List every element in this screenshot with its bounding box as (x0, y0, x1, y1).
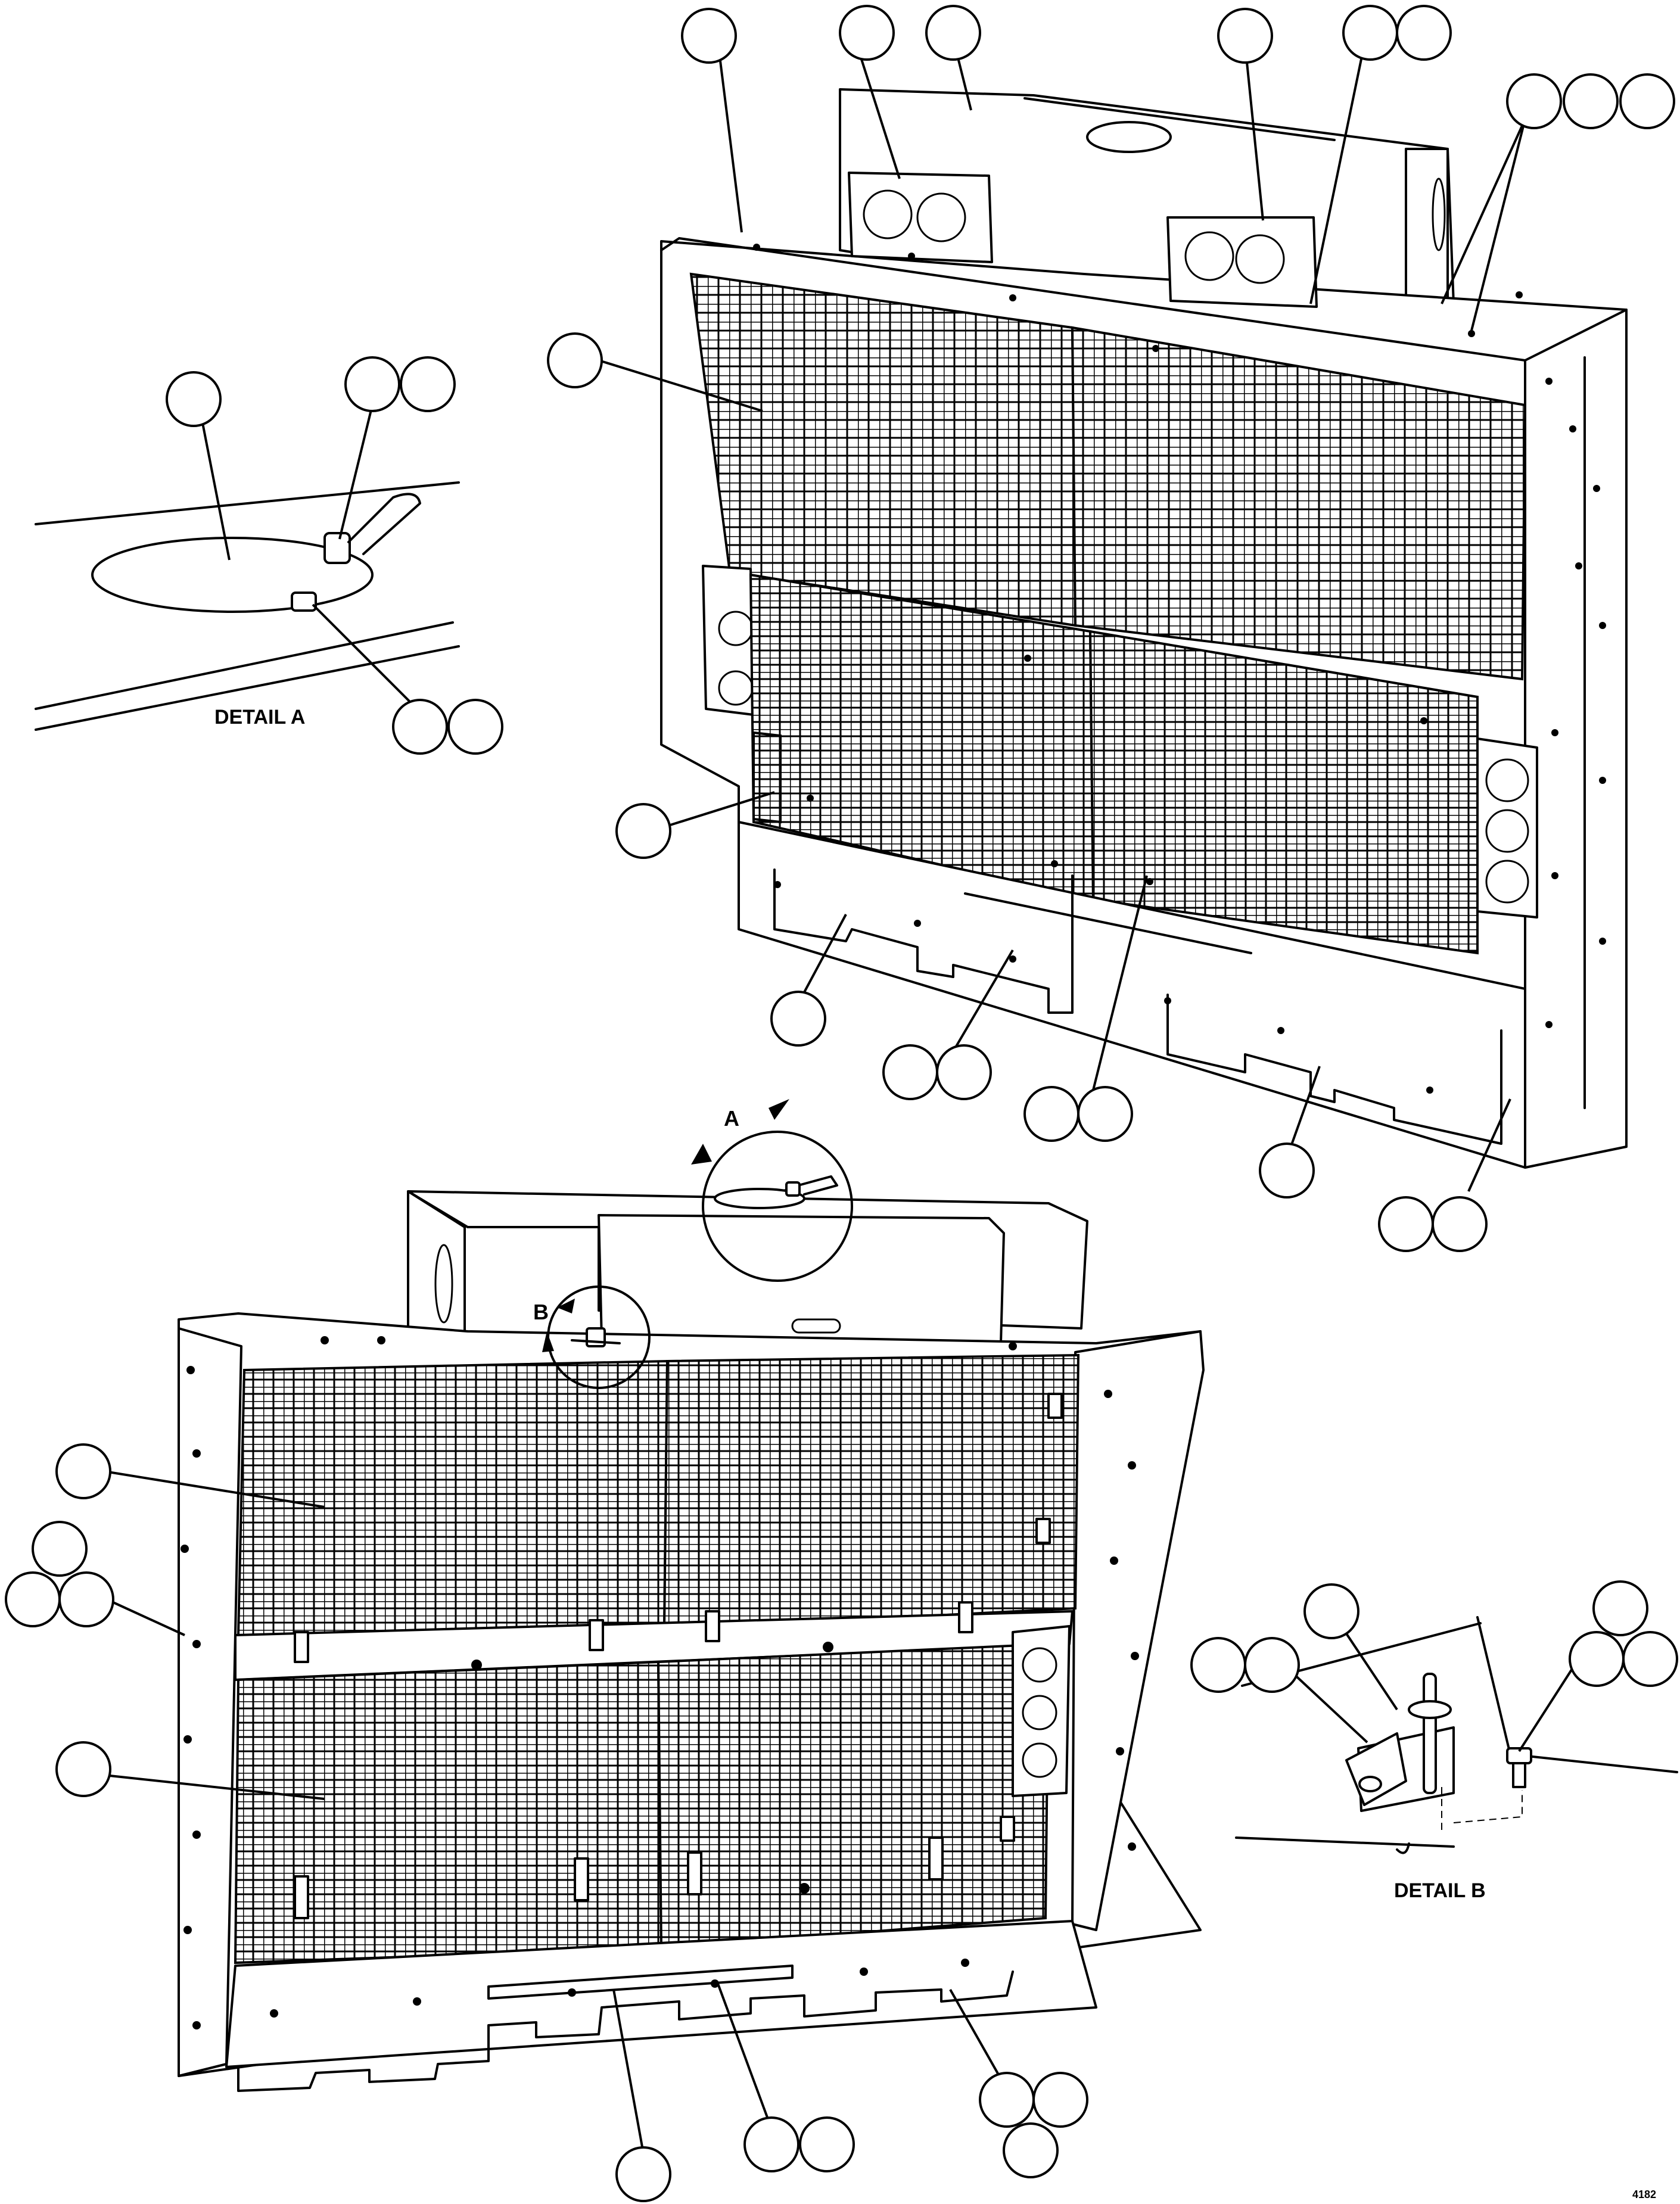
callout-bubble (1592, 1580, 1648, 1636)
callout-bubble (615, 803, 671, 859)
callout-bubble (1190, 1637, 1246, 1693)
callout-bubble (1378, 1196, 1434, 1252)
view-b-label: B (533, 1300, 549, 1324)
callout-bubble (770, 991, 826, 1047)
callout-bubble (1342, 5, 1398, 61)
cap-nut (291, 592, 317, 612)
callout-bubble (1032, 2072, 1088, 2128)
detail-b-view: DETAIL B (1190, 1580, 1678, 1902)
stud (1423, 1673, 1437, 1794)
callout-bubble (1432, 1196, 1488, 1252)
callout-bubble (166, 371, 222, 427)
callout-bubble (400, 356, 456, 412)
detail-a-label: DETAIL A (214, 706, 305, 729)
callout-bubble (743, 2116, 799, 2172)
view-a-label: A (724, 1106, 739, 1131)
callout-bubble (1217, 8, 1273, 64)
callout-bubble (839, 5, 895, 61)
cap-knob (323, 532, 351, 564)
view-a-arrow (769, 1099, 789, 1120)
housing-side-panel (1524, 309, 1628, 1169)
radiator-rear-view: A B (5, 1099, 1205, 2202)
callout-bubble (5, 1571, 61, 1627)
drawing-number: 4182 (1632, 2189, 1656, 2200)
callout-bubble (882, 1044, 938, 1100)
callout-bubble (1396, 5, 1452, 61)
rear-bolt-dots (181, 1336, 1139, 2029)
callout-bubble (615, 2146, 671, 2202)
callout-bubble (1506, 73, 1562, 129)
upper-right-grille (1071, 326, 1527, 681)
callout-bubble (979, 2072, 1035, 2128)
callout-bubble (681, 8, 737, 64)
callout-bubble (32, 1521, 88, 1577)
callout-bubble (1244, 1637, 1300, 1693)
detail-a-circle (702, 1131, 853, 1282)
detail-a-view: DETAIL A (35, 356, 503, 755)
callout-bubble (1563, 73, 1619, 129)
view-b-arrow (542, 1331, 554, 1352)
rear-side-panel (1071, 1330, 1205, 1931)
rear-upper-right-grille (662, 1353, 1080, 1631)
grille-tabs (294, 1393, 1063, 1919)
callout-bubble (1003, 2122, 1059, 2178)
callout-bubble (925, 5, 981, 61)
view-b-arrow (557, 1299, 575, 1313)
radiator-front-view (547, 5, 1675, 1252)
callout-bubble (799, 2116, 855, 2172)
callout-bubble (55, 1741, 111, 1797)
rear-lower-right-grille (657, 1642, 1050, 1950)
callout-bubble (936, 1044, 992, 1100)
callout-bubble (1259, 1143, 1315, 1198)
callout-bubble (58, 1571, 114, 1627)
lower-right-grille (1088, 630, 1479, 955)
rear-cover-strip (487, 1965, 794, 2000)
callout-bubble (1303, 1583, 1359, 1639)
view-a-arrow (691, 1144, 712, 1165)
callout-bubble (1569, 1631, 1625, 1687)
rear-bottom-plate (225, 1920, 1097, 2068)
callout-bubble (392, 699, 448, 755)
fill-cap (1086, 121, 1172, 153)
detail-b-label: DETAIL B (1394, 1879, 1486, 1902)
callout-bubble (1023, 1086, 1079, 1142)
callout-bubble (344, 356, 400, 412)
rear-shroud-cover (598, 1214, 1005, 1344)
bolt-dots (753, 244, 1606, 1094)
rear-upper-left-grille (237, 1359, 669, 1637)
callout-bubble (1077, 1086, 1133, 1142)
callout-bubble (1622, 1631, 1678, 1687)
callout-bubble (55, 1443, 111, 1499)
bottom-plate (738, 821, 1526, 1169)
callout-bubble (547, 332, 603, 388)
callout-bubble (1619, 73, 1675, 129)
callout-bubble (447, 699, 503, 755)
